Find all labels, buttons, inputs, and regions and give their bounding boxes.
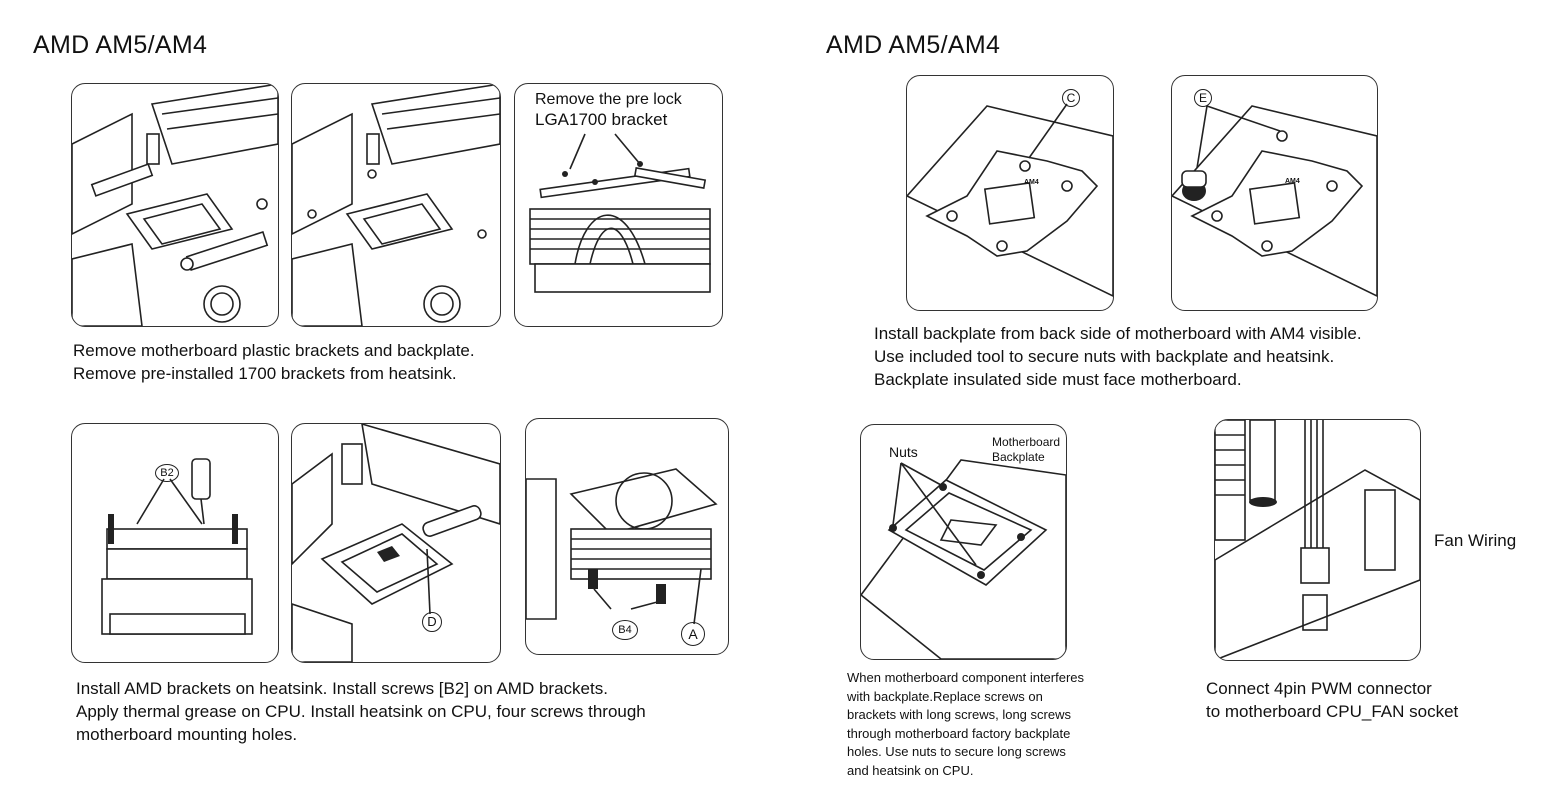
caption-line: Remove pre-installed 1700 brackets from …	[73, 364, 457, 383]
caption-line: Connect 4pin PWM connector	[1206, 679, 1432, 698]
right-step2-note: When motherboard component interferes wi…	[847, 669, 1084, 780]
lga1700-label-line: Remove the pre lock	[535, 91, 682, 108]
panel-motherboard-backplate-nuts: Nuts Motherboard Backplate	[860, 424, 1067, 660]
caption-line: Use included tool to secure nuts with ba…	[874, 347, 1335, 366]
callout-b2: B2	[155, 464, 179, 482]
plate-am4-text: AM4	[1285, 178, 1300, 185]
callout-b4: B4	[612, 620, 638, 640]
panel-apply-thermal-grease: D	[291, 423, 501, 663]
caption-line: motherboard mounting holes.	[76, 725, 298, 744]
fan-wiring-label: Fan Wiring	[1434, 531, 1517, 550]
motherboard-backplate-label: Motherboard Backplate	[992, 435, 1060, 465]
backplate-label-line: Backplate	[992, 450, 1045, 464]
callout-e: E	[1194, 89, 1212, 107]
callout-d: D	[422, 612, 442, 632]
caption-line: Install AMD brackets on heatsink. Instal…	[76, 679, 608, 698]
right-step2-fan-caption: Connect 4pin PWM connector to motherboar…	[1206, 677, 1458, 723]
left-step2-caption: Install AMD brackets on heatsink. Instal…	[76, 677, 646, 746]
right-section-title: AMD AM5/AM4	[826, 31, 1001, 59]
callout-a: A	[681, 622, 705, 646]
note-line: through motherboard factory backplate	[847, 725, 1071, 741]
note-line: When motherboard component interferes	[847, 670, 1085, 685]
panel-install-heatsink: B4 A	[525, 418, 729, 655]
panel-remove-brackets-after	[291, 83, 501, 327]
caption-line: to motherboard CPU_FAN socket	[1206, 702, 1459, 721]
note-line: with backplate.Replace screws on	[847, 688, 1043, 704]
nuts-label: Nuts	[889, 444, 918, 460]
left-section-title: AMD AM5/AM4	[33, 31, 208, 59]
panel-backplate-c: C AM4	[906, 75, 1114, 311]
panel-fan-wiring	[1214, 419, 1421, 661]
caption-line: Backplate insulated side must face mothe…	[874, 370, 1242, 389]
note-line: brackets with long screws, long screws	[847, 707, 1071, 722]
lga1700-label: Remove the pre lock LGA1700 bracket	[535, 90, 682, 130]
caption-line: Apply thermal grease on CPU. Install hea…	[76, 702, 646, 721]
right-step1-caption: Install backplate from back side of moth…	[874, 322, 1362, 391]
callout-c: C	[1062, 89, 1080, 107]
caption-line: Install backplate from back side of moth…	[874, 324, 1362, 343]
panel-remove-lga1700-bracket: Remove the pre lock LGA1700 bracket	[514, 83, 723, 327]
panel-install-amd-brackets: B2	[71, 423, 279, 663]
lga1700-label-line: LGA1700 bracket	[535, 110, 668, 129]
note-line: holes. Use nuts to secure long screws	[847, 744, 1066, 759]
plate-am4-text: AM4	[1024, 179, 1039, 186]
panel-remove-brackets-before	[71, 83, 279, 327]
panel-backplate-e: E AM4	[1171, 75, 1378, 311]
backplate-label-line: Motherboard	[992, 435, 1061, 449]
caption-line: Remove motherboard plastic brackets and …	[73, 341, 475, 360]
note-line: and heatsink on CPU.	[847, 762, 974, 778]
left-step1-caption: Remove motherboard plastic brackets and …	[73, 339, 475, 385]
